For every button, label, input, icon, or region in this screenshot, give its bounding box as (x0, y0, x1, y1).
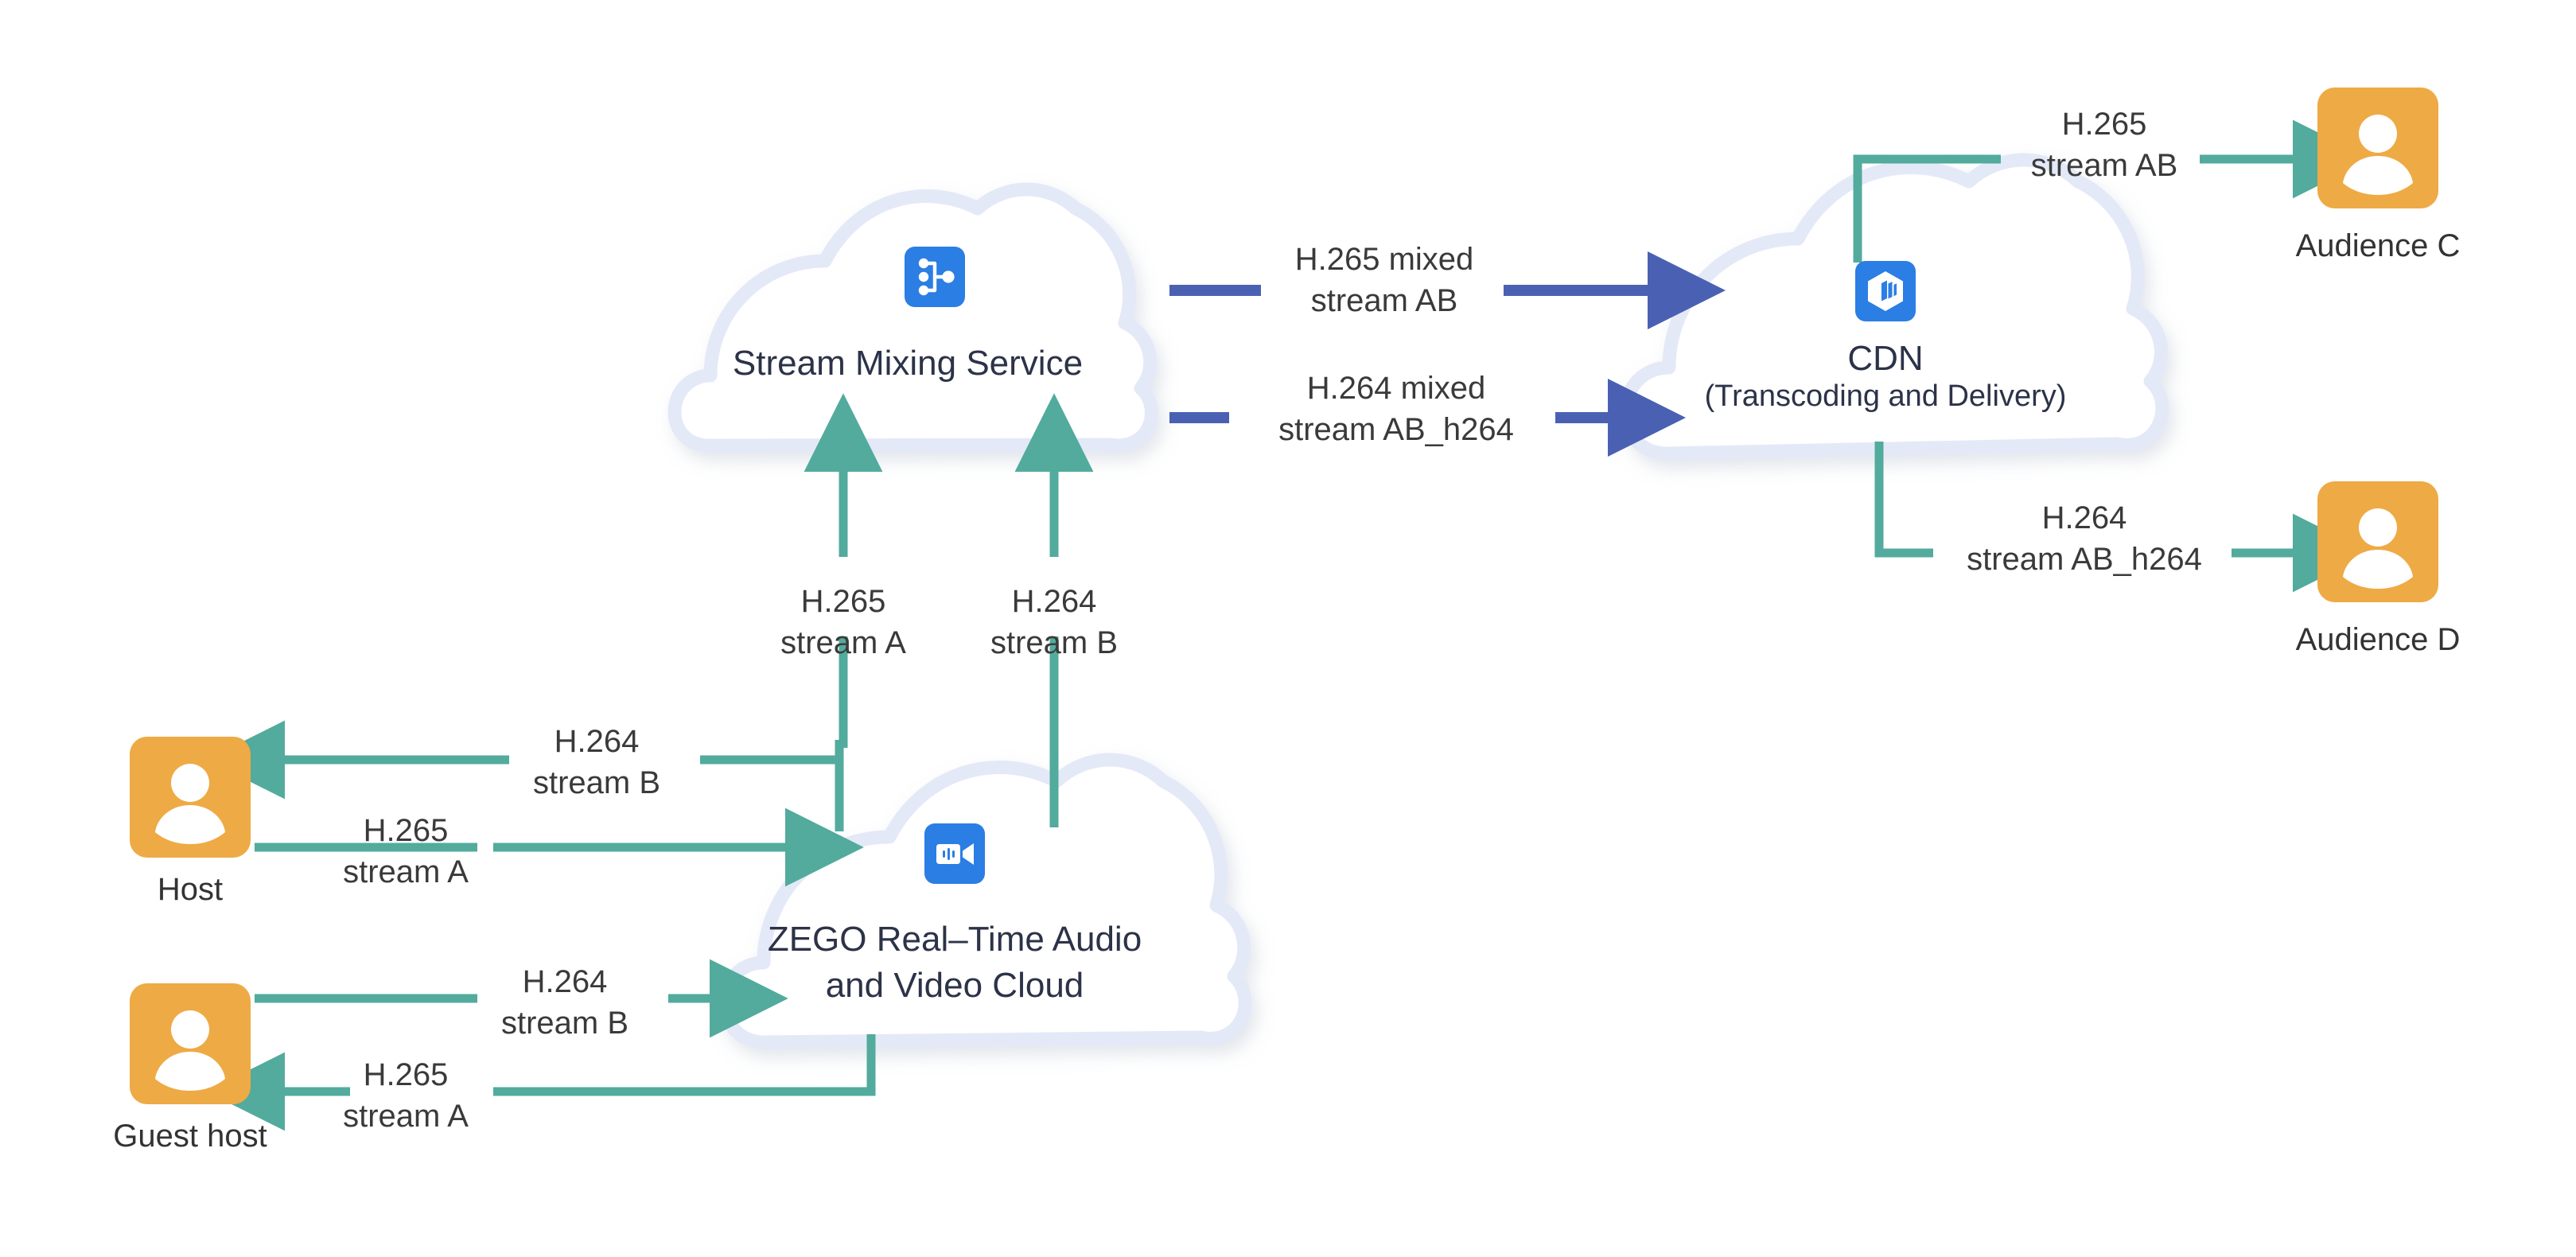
cloud-label-cdn-subtitle: (Transcoding and Delivery) (1704, 379, 2067, 413)
user-avatar-icon (2343, 115, 2413, 195)
cloud-label-zego-line2: and Video Cloud (825, 966, 1084, 1005)
edge-label-cdn-to-audience-d: H.264 stream AB_h264 (1933, 497, 2236, 580)
edge-label-line2: stream A (343, 854, 469, 889)
edge-label-line2: stream A (343, 1099, 469, 1134)
person-tile-host[interactable] (130, 737, 251, 858)
edge-label-mix-in-h264-stream-b: H.264 stream B (951, 581, 1158, 664)
user-avatar-icon (155, 764, 225, 844)
cloud-label-stream-mixing-service: Stream Mixing Service (732, 344, 1084, 383)
edge-label-guest-play: H.265 stream A (302, 1054, 509, 1137)
edge-label-line2: stream AB (1310, 283, 1458, 318)
person-tile-guest-host[interactable] (130, 983, 251, 1104)
edge-label-line1: H.264 (1011, 584, 1097, 619)
edge-label-line1: H.264 (554, 724, 640, 759)
stream-mixing-icon (905, 247, 965, 307)
edge-host-play (206, 720, 844, 831)
edge-label-line2: stream AB_h264 (1278, 412, 1514, 447)
edge-label-mixed-h265: H.265 mixed stream AB (1265, 239, 1504, 321)
person-label-guest-host: Guest host (113, 1119, 267, 1154)
person-label-host: Host (157, 872, 224, 907)
edge-label-host-publish: H.265 stream A (302, 810, 509, 893)
edge-label-line2: stream B (990, 625, 1119, 660)
user-avatar-icon (2343, 508, 2413, 589)
person-label-audience-d: Audience D (2295, 622, 2461, 657)
cloud-stream-mixing-service[interactable] (667, 182, 1158, 453)
user-avatar-icon (155, 1010, 225, 1091)
cdn-cube-icon (1855, 261, 1916, 321)
person-tile-audience-c[interactable] (2317, 88, 2438, 208)
edge-label-line1: H.264 mixed (1306, 371, 1486, 406)
edge-label-line1: H.265 (800, 584, 886, 619)
edge-label-cdn-to-audience-c: H.265 stream AB (2005, 103, 2204, 186)
edge-label-line1: H.265 (363, 1057, 449, 1092)
edge-cdn-to-audience-d (1874, 442, 2372, 593)
edge-guest-play (206, 1034, 876, 1131)
edge-label-line1: H.265 (2061, 107, 2147, 142)
edge-label-host-play: H.264 stream B (493, 721, 700, 804)
edge-label-line1: H.265 mixed (1294, 242, 1474, 277)
edge-label-line1: H.264 (2041, 500, 2127, 535)
edge-label-guest-publish: H.264 stream B (461, 961, 668, 1044)
video-camera-icon (924, 823, 985, 884)
cloud-label-cdn-title: CDN (1847, 339, 1924, 378)
edge-label-line2: stream A (780, 625, 906, 660)
edge-label-line1: H.265 (363, 813, 449, 848)
edge-label-line1: H.264 (522, 964, 608, 999)
edge-label-line2: stream B (532, 765, 661, 800)
person-tile-audience-d[interactable] (2317, 481, 2438, 602)
edge-label-line2: stream B (500, 1006, 629, 1041)
edge-label-line2: stream AB_h264 (1967, 542, 2202, 577)
cloud-label-zego-line1: ZEGO Real–Time Audio (767, 920, 1142, 959)
edge-label-mix-in-h265-stream-a: H.265 stream A (740, 581, 947, 664)
edge-label-mixed-h264: H.264 mixed stream AB_h264 (1233, 368, 1559, 450)
edge-label-line2: stream AB (2030, 148, 2178, 183)
person-label-audience-c: Audience C (2295, 228, 2461, 263)
edge-cdn-to-audience-c (1853, 119, 2372, 263)
